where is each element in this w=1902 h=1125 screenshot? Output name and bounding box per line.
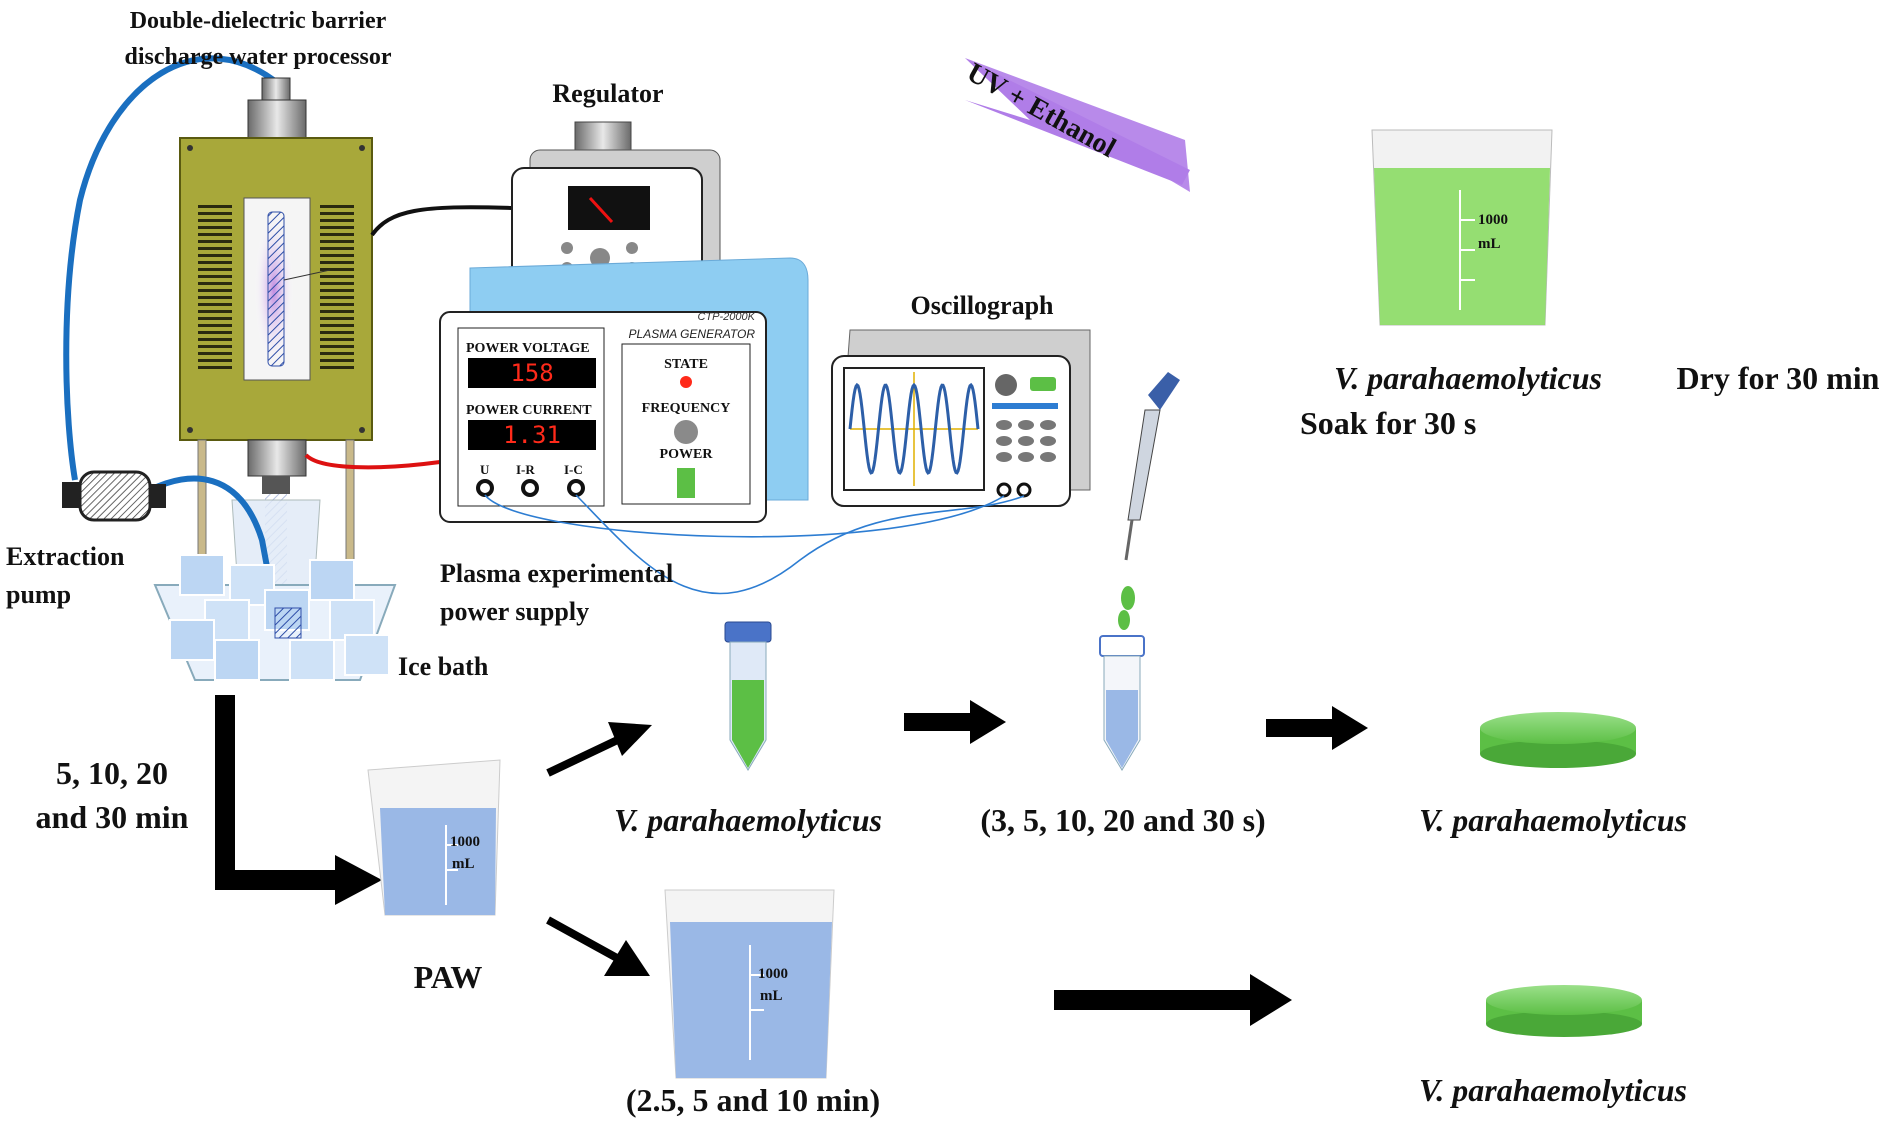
frequency-label: FREQUENCY (642, 401, 731, 416)
terminal-ir (521, 479, 539, 497)
uv-ethanol-bolt (965, 58, 1190, 192)
ice-bath-label: Ice bath (398, 652, 489, 681)
tube-species-label: V. parahaemolyticus (614, 802, 882, 838)
generator-name: PLASMA GENERATOR (629, 327, 756, 341)
voltage-value: 158 (510, 359, 553, 387)
voltage-label: POWER VOLTAGE (466, 341, 590, 356)
oscillograph-key (1018, 452, 1034, 462)
current-value: 1.31 (503, 421, 561, 449)
power-supply-label-line1: Plasma experimental (440, 559, 673, 588)
flow-arrows (215, 695, 1368, 1026)
oscillograph-key (1040, 420, 1056, 430)
ice-cube (344, 634, 390, 676)
regulator-label: Regulator (552, 79, 663, 108)
ice-cube (214, 639, 260, 681)
power-supply-label-line2: power supply (440, 597, 589, 626)
black-wire (370, 205, 513, 237)
petri-plate-bottom (1486, 985, 1642, 1037)
paw-shrimp-beaker-unit: mL (760, 988, 783, 1004)
treatment-time-line2: and 30 min (36, 799, 189, 835)
current-label: POWER CURRENT (466, 403, 592, 418)
ice-cube (179, 554, 225, 596)
current-display (468, 420, 596, 450)
processor-water-tube (63, 55, 282, 481)
ice-cube (169, 619, 215, 661)
extraction-pump-label-line2: pump (6, 580, 71, 609)
ice-cube (329, 599, 375, 641)
terminal-ic (567, 479, 585, 497)
processor-label-line2: discharge water processor (124, 44, 391, 70)
oscillograph-key (1018, 420, 1034, 430)
oscillograph-key (996, 436, 1012, 446)
plasma-generator: CTP-2000K PLASMA GENERATOR POWER VOLTAGE… (439, 257, 809, 523)
oscillograph-key (1040, 436, 1056, 446)
soak-species-label: V. parahaemolyticus (1334, 360, 1602, 396)
voltage-display (468, 358, 596, 388)
electrode (267, 211, 285, 367)
ice-cube (229, 564, 275, 606)
power-switch (677, 468, 695, 498)
ice-cube (309, 559, 355, 601)
processor-label-line1: Double-dielectric barrier (130, 8, 387, 34)
paw-label: PAW (414, 959, 483, 995)
soak-beaker: 1000 mL (1371, 124, 1553, 326)
plate-species-bottom-label: V. parahaemolyticus (1419, 1072, 1687, 1108)
soak-beaker-volume: 1000 (1478, 212, 1508, 228)
soak-beaker-unit: mL (1478, 236, 1501, 252)
red-wire (304, 453, 441, 470)
sample-tube (1099, 635, 1145, 771)
waveform (848, 382, 980, 475)
paw-shrimp-beaker: 1000 mL (664, 884, 835, 1079)
terminal-u (476, 479, 494, 497)
soak-time-label: Soak for 30 s (1300, 405, 1476, 441)
dry-label: Dry for 30 min (1677, 360, 1880, 396)
terminal-u-label: U (480, 462, 490, 477)
processor-unit (63, 55, 373, 621)
vent-right (320, 205, 354, 369)
oscillograph-key (1040, 452, 1056, 462)
pipette (1118, 372, 1180, 630)
ice-bath (153, 554, 397, 681)
shrimp-times-label: (2.5, 5 and 10 min) (626, 1082, 880, 1118)
bacteria-tube (724, 621, 772, 771)
treatment-time-line1: 5, 10, 20 (56, 755, 168, 791)
power-label: POWER (660, 447, 714, 462)
oscillograph-key (996, 420, 1012, 430)
paw-beaker-unit: mL (452, 856, 475, 872)
oscillograph-key (1018, 436, 1034, 446)
oscillograph-label: Oscillograph (910, 291, 1054, 320)
extraction-pump-label-line1: Extraction (6, 542, 125, 571)
plate-species-top-label: V. parahaemolyticus (1419, 802, 1687, 838)
petri-plate-top (1480, 712, 1636, 768)
frequency-knob (674, 420, 698, 444)
oscillograph (831, 329, 1091, 507)
state-label: STATE (664, 357, 708, 372)
terminal-ir-label: I-R (516, 462, 535, 477)
vent-left (198, 205, 232, 369)
paw-beaker: 1000 mL (367, 759, 501, 916)
extraction-pump (62, 470, 166, 522)
paw-shrimp-beaker-volume: 1000 (758, 966, 788, 982)
ice-cube (289, 639, 335, 681)
oscillograph-key (996, 452, 1012, 462)
state-indicator (680, 376, 692, 388)
paw-beaker-volume: 1000 (450, 834, 480, 850)
terminal-ic-label: I-C (564, 462, 583, 477)
pipette-times-label: (3, 5, 10, 20 and 30 s) (980, 802, 1265, 838)
generator-model: CTP-2000K (698, 311, 756, 323)
